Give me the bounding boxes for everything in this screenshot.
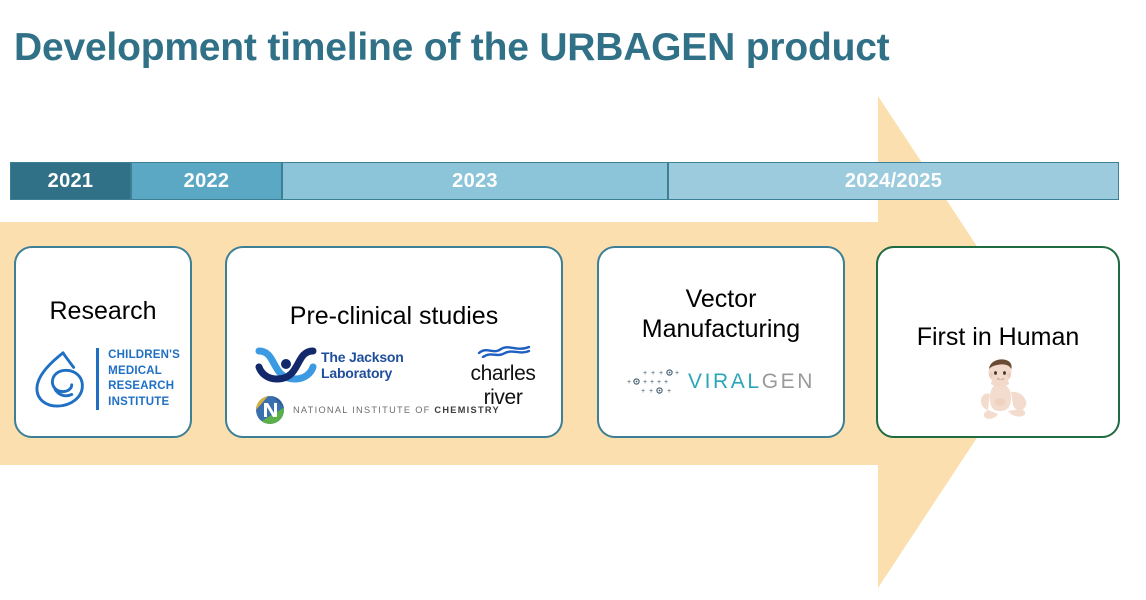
logo-national-institute-of-chemistry: NATIONAL INSTITUTE OF CHEMISTRY (255, 394, 525, 426)
cmri-line-3: RESEARCH (108, 380, 175, 392)
svg-text:+: + (664, 379, 668, 386)
viralgen-text-teal: VIRAL (688, 370, 762, 393)
stage-card-title: First in Human (916, 323, 1080, 351)
timeline-segment-2024-2025[interactable]: 2024/2025 (668, 162, 1119, 200)
jackson-line-2: Laboratory (321, 365, 393, 381)
logo-viralgen: ++++ +++++ +++ VIRALGEN (623, 364, 823, 400)
svg-text:+: + (657, 379, 661, 386)
timeline-segment-2021[interactable]: 2021 (10, 162, 131, 200)
stage-card-pre-clinical-studies[interactable]: Pre-clinical studies The Jackson Laborat… (225, 246, 563, 438)
svg-text:+: + (649, 388, 653, 395)
cmri-line-2: MEDICAL (108, 364, 162, 377)
svg-text:+: + (643, 379, 647, 386)
cmri-wordmark: CHILDREN'S MEDICAL RESEARCH INSTITUTE (96, 348, 180, 410)
stage-card-research[interactable]: Research CHILDREN'S MEDICAL RESEARCH INS… (14, 246, 192, 438)
cmri-line-4: INSTITUTE (108, 395, 170, 408)
stage-card-title: Pre-clinical studies (289, 302, 499, 330)
svg-text:+: + (675, 370, 679, 377)
stage-card-first-in-human[interactable]: First in Human (876, 246, 1120, 438)
viralgen-text-gray: GEN (761, 370, 816, 393)
stage-card-title-line-2: Manufacturing (641, 315, 801, 343)
svg-text:+: + (659, 370, 663, 377)
jackson-dna-icon (255, 347, 317, 383)
nic-circle-icon (256, 396, 284, 424)
svg-text:+: + (667, 388, 671, 395)
logo-childrens-medical-research-institute: CHILDREN'S MEDICAL RESEARCH INSTITUTE (34, 340, 180, 418)
nic-text-bold: CHEMISTRY (434, 405, 500, 415)
jackson-line-1: The Jackson (321, 349, 404, 365)
svg-text:+: + (627, 379, 631, 386)
logo-the-jackson-laboratory: The Jackson Laboratory (255, 342, 436, 388)
charles-river-waves-icon (477, 345, 531, 358)
viralgen-dots-icon: ++++ +++++ +++ (627, 369, 679, 395)
stage-card-title-line-1: Vector (685, 285, 757, 313)
baby-icon (981, 359, 1027, 419)
svg-text:+: + (650, 379, 654, 386)
nic-text-regular: NATIONAL INSTITUTE OF (293, 405, 435, 415)
logo-charles-river: charles river (449, 344, 557, 409)
nic-wordmark: NATIONAL INSTITUTE OF CHEMISTRY (293, 405, 500, 415)
timeline-bar: 2021 2022 2023 2024/2025 (10, 162, 1119, 200)
timeline-segment-label: 2022 (183, 169, 230, 192)
timeline-segment-label: 2024/2025 (844, 169, 943, 192)
charles-river-wordmark: charles river (470, 362, 536, 409)
svg-text:+: + (641, 388, 645, 395)
timeline-segment-label: 2021 (47, 169, 94, 192)
stage-card-vector-manufacturing[interactable]: Vector Manufacturing ++++ +++++ +++ (597, 246, 845, 438)
page-title: Development timeline of the URBAGEN prod… (14, 26, 890, 69)
timeline-segment-2022[interactable]: 2022 (131, 162, 282, 200)
viralgen-wordmark: VIRALGEN (688, 370, 815, 394)
stage-card-title: Research (49, 297, 157, 325)
svg-text:+: + (643, 370, 647, 377)
timeline-segment-label: 2023 (452, 169, 498, 192)
cmri-line-1: CHILDREN'S (108, 349, 180, 361)
jackson-wordmark: The Jackson Laboratory (321, 349, 411, 381)
timeline-segment-2023[interactable]: 2023 (282, 162, 668, 200)
cmri-teardrop-icon (35, 351, 84, 408)
stage-card-title: Vector Manufacturing (599, 284, 843, 344)
svg-text:+: + (651, 370, 655, 377)
